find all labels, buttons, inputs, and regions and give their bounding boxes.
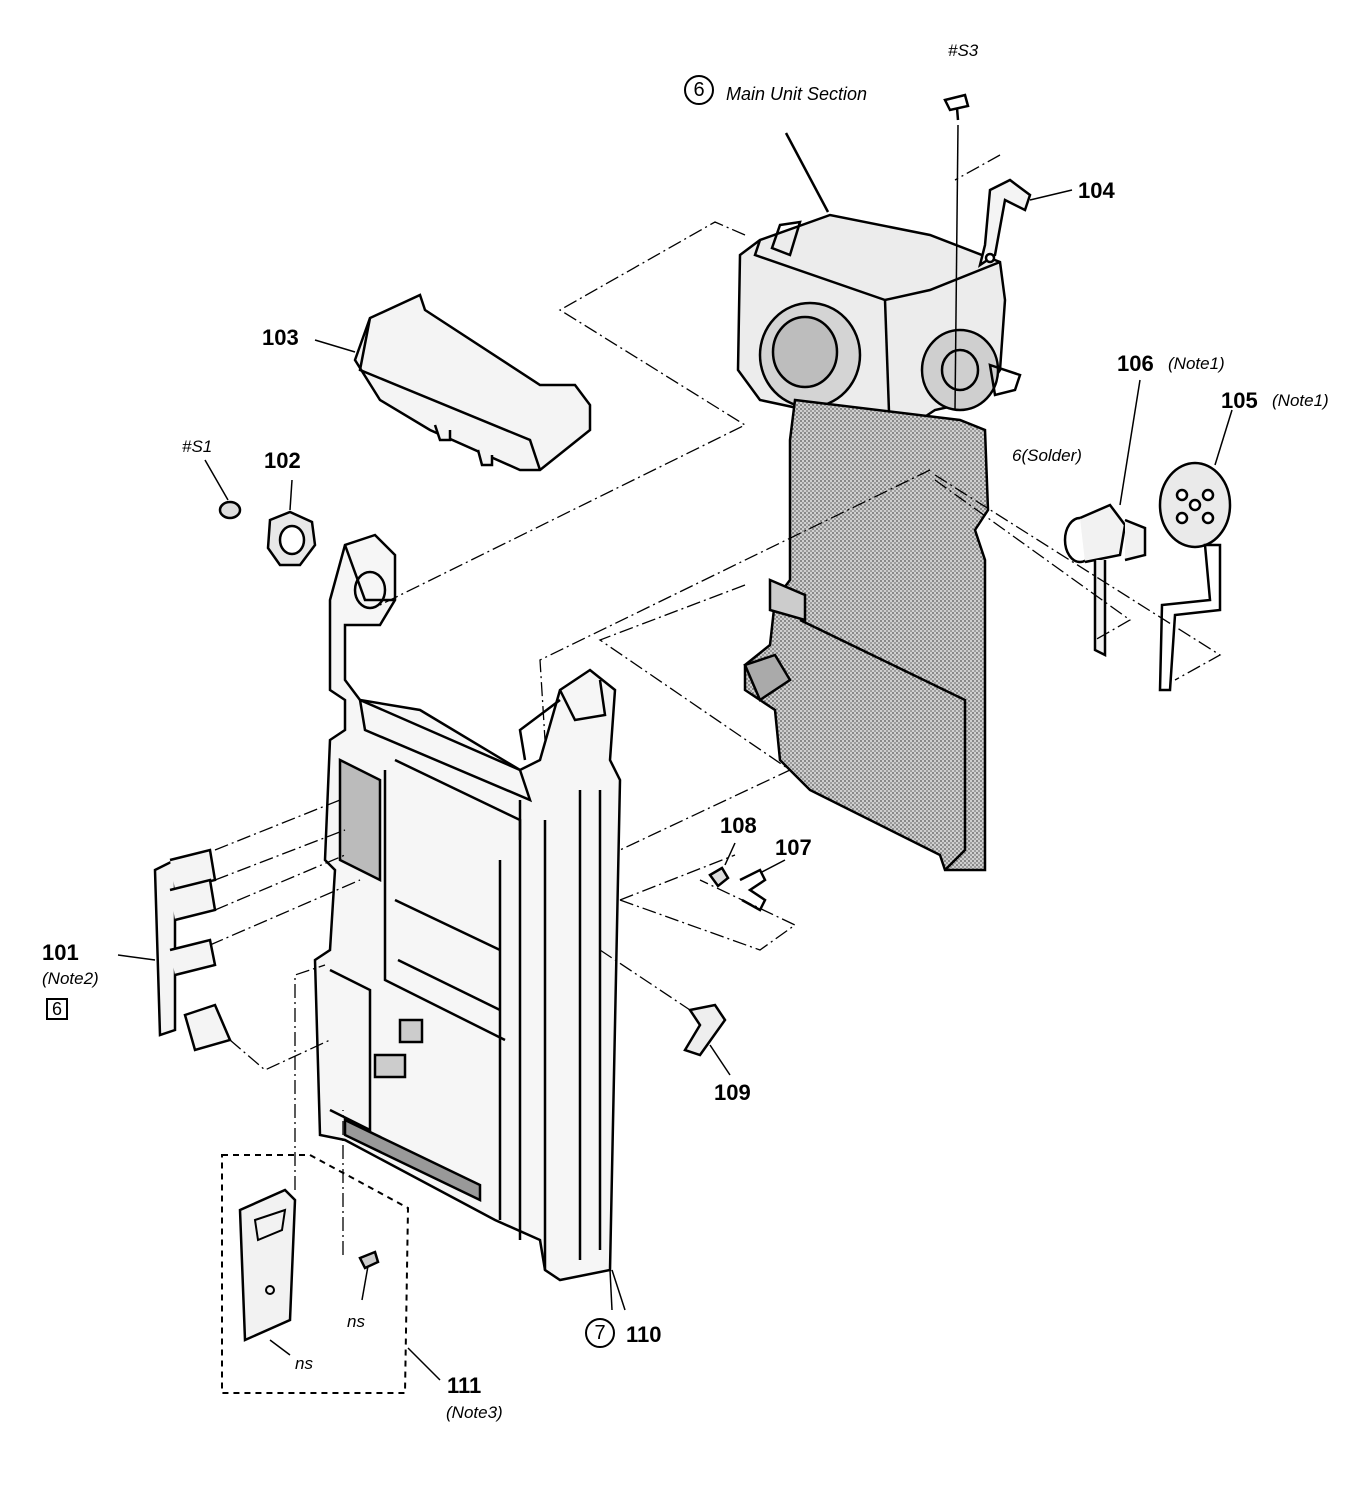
part-101-boxed-ref: 6	[46, 998, 68, 1020]
ns-label-cover: ns	[295, 1354, 313, 1373]
part-110-label: 110	[626, 1322, 662, 1347]
screw-s1-label: #S1	[182, 437, 213, 456]
main-unit-section-title: Main Unit Section	[726, 84, 868, 104]
part-105-note: (Note1)	[1272, 391, 1329, 410]
part-111-note: (Note3)	[446, 1403, 503, 1422]
part-109	[683, 1003, 731, 1076]
part-102	[266, 479, 317, 567]
main-unit-section-marker: 6	[684, 75, 714, 105]
microphone-106	[1063, 379, 1147, 658]
screw-s1	[204, 459, 242, 520]
screw-s3-label: #S3	[948, 41, 979, 60]
solder-label: 6(Solder)	[1012, 446, 1082, 465]
part-107	[739, 859, 786, 912]
assembly-guide-lines	[209, 154, 1222, 1255]
part-110-marker: 7	[585, 1318, 615, 1348]
screw-s3	[943, 93, 970, 411]
frame-110	[313, 533, 626, 1311]
part-101-note: (Note2)	[42, 969, 99, 988]
part-109-label: 109	[714, 1080, 751, 1105]
part-107-label: 107	[775, 835, 812, 860]
part-111-label: 111	[447, 1373, 482, 1398]
main-circuit-board	[743, 398, 990, 872]
part-102-label: 102	[264, 448, 301, 473]
part-108	[708, 842, 736, 888]
ns-label-screw: ns	[347, 1312, 365, 1331]
part-106-label: 106	[1117, 351, 1154, 376]
part-111-group	[221, 1154, 441, 1394]
part-105-label: 105	[1221, 388, 1258, 413]
cover-103	[314, 293, 592, 472]
part-103-label: 103	[262, 325, 299, 350]
bracket-104	[978, 178, 1073, 268]
part-104-label: 104	[1078, 178, 1115, 203]
part-101	[117, 848, 232, 1052]
main-unit-lens-block	[736, 132, 1022, 442]
part-101-label: 101	[42, 940, 79, 965]
part-106-note: (Note1)	[1168, 354, 1225, 373]
speaker-105	[1158, 409, 1233, 692]
part-108-label: 108	[720, 813, 757, 838]
